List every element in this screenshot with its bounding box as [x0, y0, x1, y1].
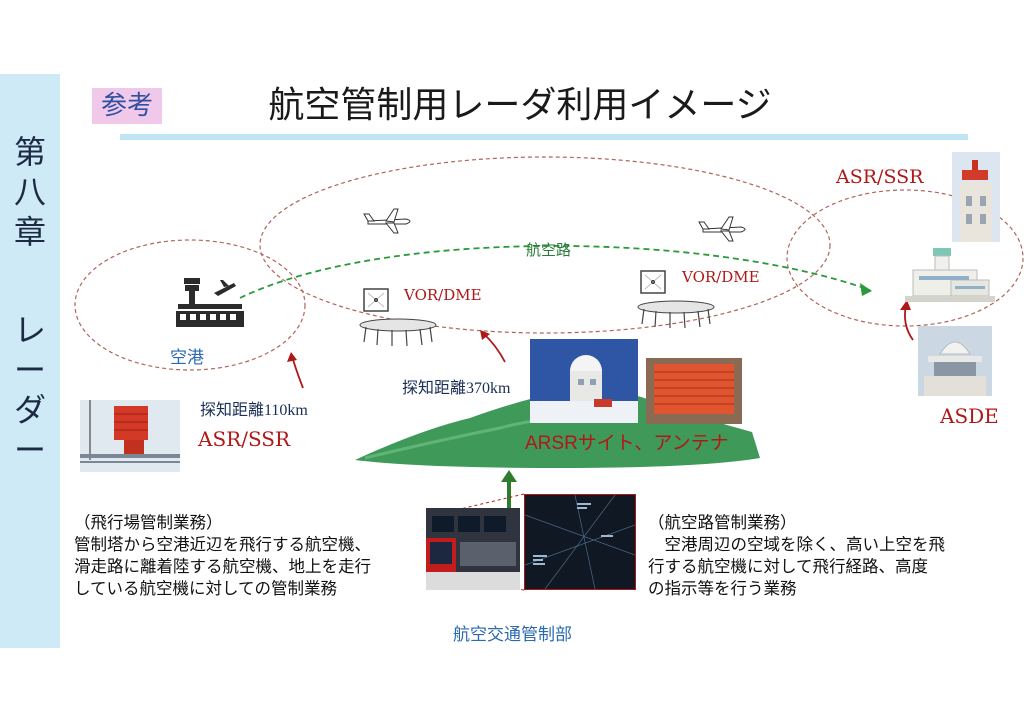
vor-dme-left-icon — [359, 288, 437, 347]
en-route-control-line: 空港周辺の空域を除く、高い上空を飛 — [648, 536, 946, 554]
asr-ssr-bottom-label: ASR/SSR — [198, 427, 291, 451]
aerodrome-control-description: （飛行場管制業務） 管制塔から空港近辺を飛行する航空機、 滑走路に離着陸する航空… — [74, 512, 424, 600]
arsr-antenna-photo — [646, 358, 742, 424]
airway-area-ellipse — [259, 156, 831, 334]
en-route-control-description: （航空路管制業務） 空港周辺の空域を除く、高い上空を飛 行する航空機に対して飛行… — [648, 512, 998, 600]
arrow-asr-to-airport-head — [287, 352, 297, 362]
aerodrome-control-line: 管制塔から空港近辺を飛行する航空機、 — [74, 536, 371, 554]
chapter-char-3: 章 — [13, 213, 46, 251]
en-route-control-line: 行する航空機に対して飛行経路、高度 — [648, 558, 929, 576]
airport-label: 空港 — [170, 348, 204, 367]
asde-radar-photo — [918, 326, 992, 396]
arsr-site-label: ARSRサイト、アンテナ — [525, 433, 729, 454]
topic-char-4: ー — [13, 431, 46, 469]
arrow-arsr-to-airway — [482, 332, 506, 363]
chapter-char-2: 八 — [13, 173, 46, 211]
arsr-site-photo — [530, 339, 638, 423]
flight-route-path — [239, 245, 871, 299]
asr-ssr-tower-photo — [952, 152, 1000, 242]
radar-tower-illustration — [952, 152, 1000, 242]
asr-ssr-antenna-photo — [80, 400, 180, 472]
arrow-asde-to-airport-head — [900, 300, 911, 310]
en-route-control-heading: （航空路管制業務） — [648, 514, 797, 532]
flight-route-arrowhead — [860, 283, 872, 296]
airplane-icon — [698, 216, 746, 242]
chapter-side-band: 第 八 章 レ ー ダ ー — [0, 74, 60, 648]
title-underline — [120, 134, 968, 140]
aerodrome-control-heading: （飛行場管制業務） — [74, 514, 223, 532]
radar-scope-display — [524, 494, 636, 590]
aerodrome-control-line: 滑走路に離着陸する航空機、地上を走行 — [74, 558, 371, 576]
arrow-arsr-to-airway-head — [480, 330, 490, 340]
airway-label: 航空路 — [526, 242, 572, 259]
airplane-icon — [363, 208, 411, 234]
vor-dme-right-icon — [637, 270, 715, 329]
aerodrome-control-line: している航空機に対しての管制業務 — [74, 580, 338, 598]
topic-char-2: ー — [13, 351, 46, 389]
destination-airport-ellipse — [786, 189, 1024, 327]
airport-area-ellipse — [74, 239, 306, 371]
topic-char-3: ダ — [13, 391, 46, 429]
asr-ssr-top-label: ASR/SSR — [836, 166, 924, 188]
en-route-control-line: の指示等を行う業務 — [648, 580, 797, 598]
chapter-char-1: 第 — [13, 133, 46, 171]
arrow-asde-to-airport — [904, 304, 914, 341]
datalink-arrow-up — [501, 470, 517, 482]
reference-tag: 参考 — [92, 88, 162, 124]
range-370-label: 探知距離370km — [402, 380, 511, 397]
control-tower-building-icon — [905, 246, 995, 302]
vor-dme-left-label: VOR/DME — [404, 286, 482, 304]
topic-char-1: レ — [13, 311, 46, 349]
vor-dme-right-label: VOR/DME — [682, 268, 760, 286]
control-room-photo — [426, 508, 520, 590]
arrow-asr-to-airport — [291, 355, 304, 389]
range-110-label: 探知距離110km — [200, 402, 308, 419]
airport-terminal-icon — [176, 278, 244, 327]
page-title: 航空管制用レーダ利用イメージ — [268, 85, 772, 126]
atc-department-label: 航空交通管制部 — [453, 625, 572, 644]
asde-label: ASDE — [940, 404, 999, 428]
